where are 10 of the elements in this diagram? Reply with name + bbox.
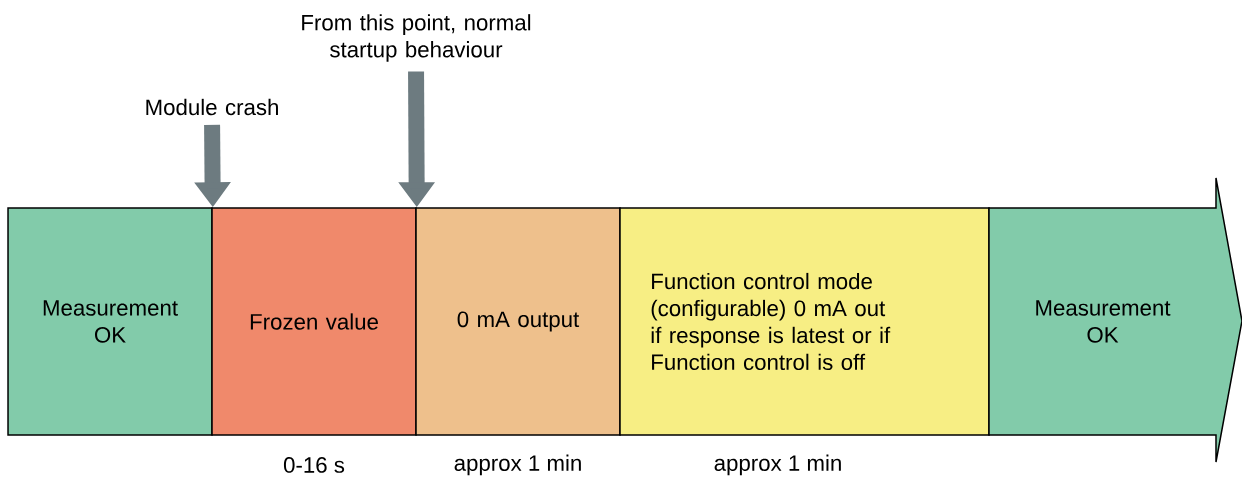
- stage-box: Frozen value: [211, 207, 417, 436]
- caption-text: Module crash: [146, 98, 278, 116]
- stage-box: Function control mode (configurable) 0 mA out if response is latest or if Function control is off: [619, 207, 990, 436]
- stage-box: 0 mA output: [415, 207, 621, 436]
- caption-text: From this point, normal startup behaviour: [302, 14, 531, 62]
- duration-label: approx 1 min: [454, 454, 581, 476]
- duration-label: approx 1 min: [714, 454, 841, 476]
- stage-box: Measurement OK: [7, 207, 213, 436]
- duration-label: 0-16 s: [283, 457, 345, 473]
- arrow-shaped-box: Measurement OK: [988, 177, 1242, 463]
